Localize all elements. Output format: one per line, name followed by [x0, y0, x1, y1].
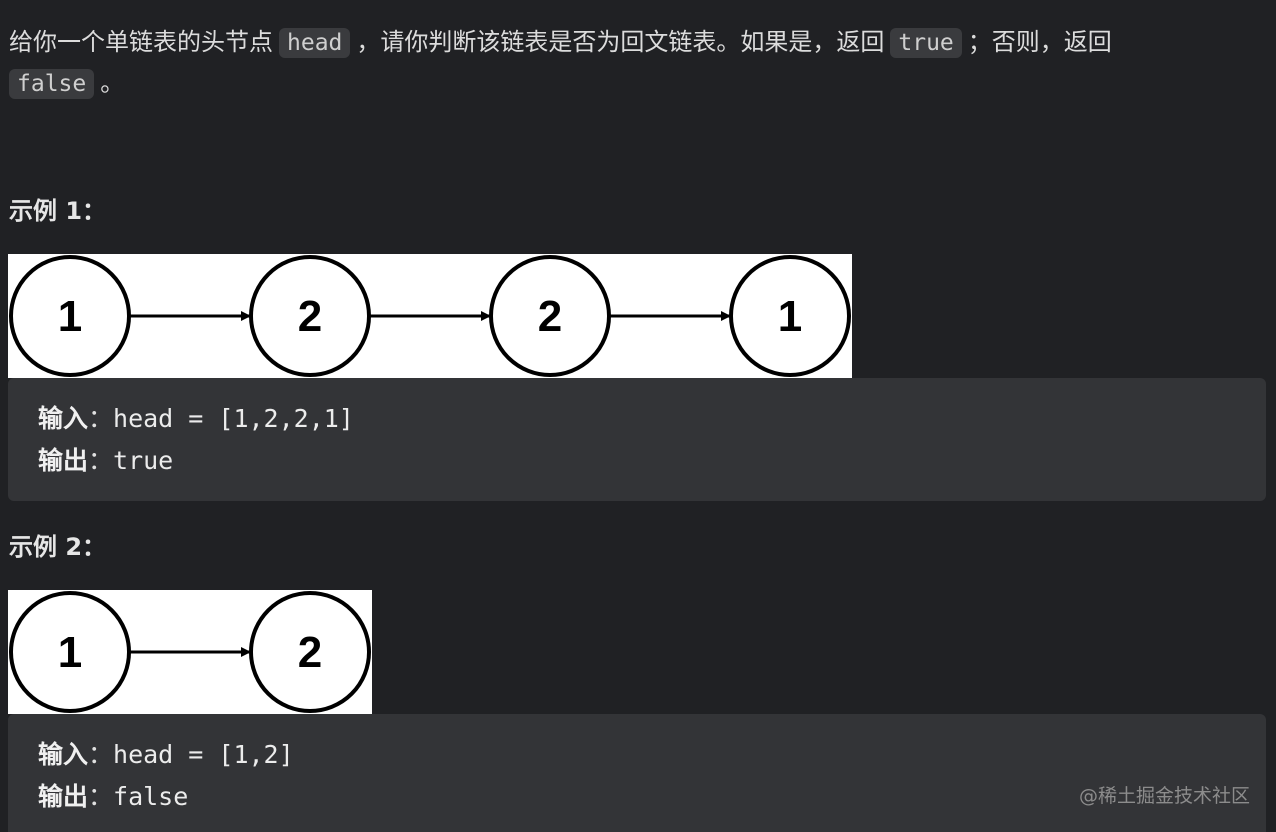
list-node: 2 [249, 255, 371, 377]
list-node-value: 2 [298, 628, 322, 677]
example-1-code-block: 输入：head = [1,2,2,1] 输出：true [8, 378, 1266, 501]
list-node-circle [489, 255, 611, 377]
list-node-value: 2 [538, 292, 562, 341]
list-node: 2 [489, 255, 611, 377]
problem-text-1: 给你一个单链表的头节点 [9, 28, 273, 56]
example-2-input-value: head = [1,2] [113, 740, 294, 769]
problem-text-3: ；否则，返回 [967, 28, 1112, 56]
list-node-circle [729, 255, 851, 377]
list-node: 1 [9, 255, 131, 377]
input-colon: ： [88, 740, 114, 769]
input-label: 输入 [38, 404, 89, 433]
input-colon: ： [88, 404, 114, 433]
example-2-code-block: 输入：head = [1,2] 输出：false [8, 714, 1266, 832]
list-node: 1 [9, 591, 131, 713]
inline-code-head: head [279, 28, 351, 58]
input-label: 输入 [38, 740, 89, 769]
example-1-linked-list-figure: 1 2 2 1 [8, 254, 852, 378]
example-2-input-line: 输入：head = [1,2] [38, 734, 1236, 776]
problem-text-2: ，请你判断该链表是否为回文链表。如果是，返回 [356, 28, 885, 56]
example-1-input-value: head = [1,2,2,1] [113, 404, 354, 433]
output-label: 输出 [38, 782, 89, 811]
inline-code-false: false [9, 69, 95, 99]
example-2-heading: 示例 2： [9, 533, 107, 561]
list-node-value: 1 [778, 292, 802, 341]
list-node-circle [249, 255, 371, 377]
list-node-circle [9, 591, 131, 713]
example-1-linked-list-svg: 1 2 2 1 [9, 255, 851, 377]
example-1-output-line: 输出：true [38, 440, 1236, 482]
list-node-value: 1 [58, 292, 82, 341]
watermark: @稀土掘金技术社区 [1078, 785, 1250, 807]
output-colon: ： [88, 446, 114, 475]
problem-text-4: 。 [100, 69, 125, 97]
example-2-output-line: 输出：false [38, 776, 1236, 818]
list-node-value: 2 [298, 292, 322, 341]
example-1-heading: 示例 1： [9, 197, 107, 225]
list-node: 2 [249, 591, 371, 713]
example-1-input-line: 输入：head = [1,2,2,1] [38, 398, 1236, 440]
inline-code-true: true [890, 28, 962, 58]
list-node-circle [9, 255, 131, 377]
output-colon: ： [88, 782, 114, 811]
example-1-output-value: true [113, 446, 174, 475]
example-2-output-value: false [113, 782, 189, 811]
list-node-value: 1 [58, 628, 82, 677]
list-node-circle [249, 591, 371, 713]
list-node: 1 [729, 255, 851, 377]
output-label: 输出 [38, 446, 89, 475]
